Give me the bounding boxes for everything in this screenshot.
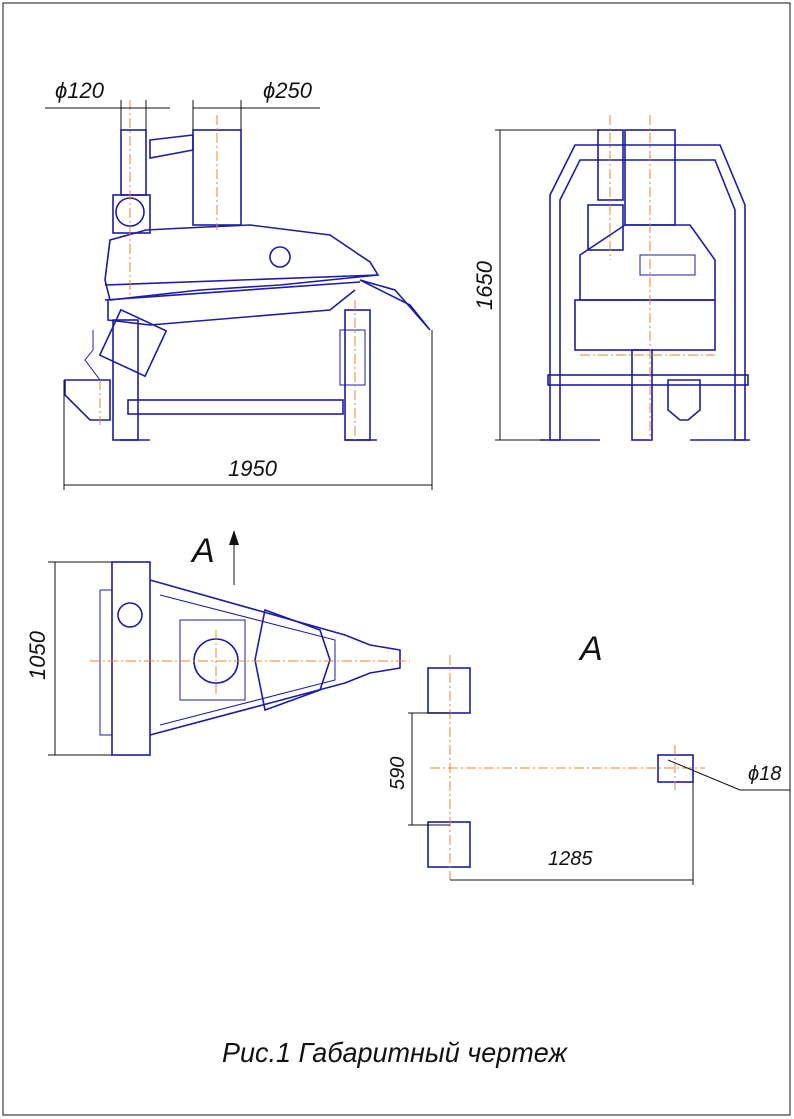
- front-view-dimensions: 1650: [472, 129, 600, 441]
- side-view-dimensions: ϕ120 ϕ250 1950: [45, 78, 433, 490]
- dim-width-1950: 1950: [228, 456, 278, 481]
- dim-diameter-18: ϕ18: [748, 763, 781, 785]
- view-a-foundation-plan: A 590 1285 ϕ18: [387, 630, 790, 885]
- plan-view-dimensions: 1050 A: [25, 530, 239, 756]
- dim-height-1650: 1650: [472, 260, 497, 310]
- dim-diameter-250: ϕ250: [263, 78, 313, 103]
- view-arrow-label: A: [190, 532, 215, 570]
- dim-width-1050: 1050: [25, 630, 50, 680]
- arrow-head-icon: [229, 530, 239, 545]
- dim-spacing-590: 590: [387, 757, 409, 790]
- figure-caption: Рис.1 Габаритный чертеж: [222, 1037, 569, 1068]
- dim-diameter-120: ϕ120: [55, 78, 105, 103]
- plan-view: [90, 561, 410, 756]
- side-view: [64, 100, 431, 441]
- view-a-label: A: [578, 630, 603, 668]
- dim-spacing-1285: 1285: [548, 848, 593, 870]
- front-view: [540, 115, 750, 441]
